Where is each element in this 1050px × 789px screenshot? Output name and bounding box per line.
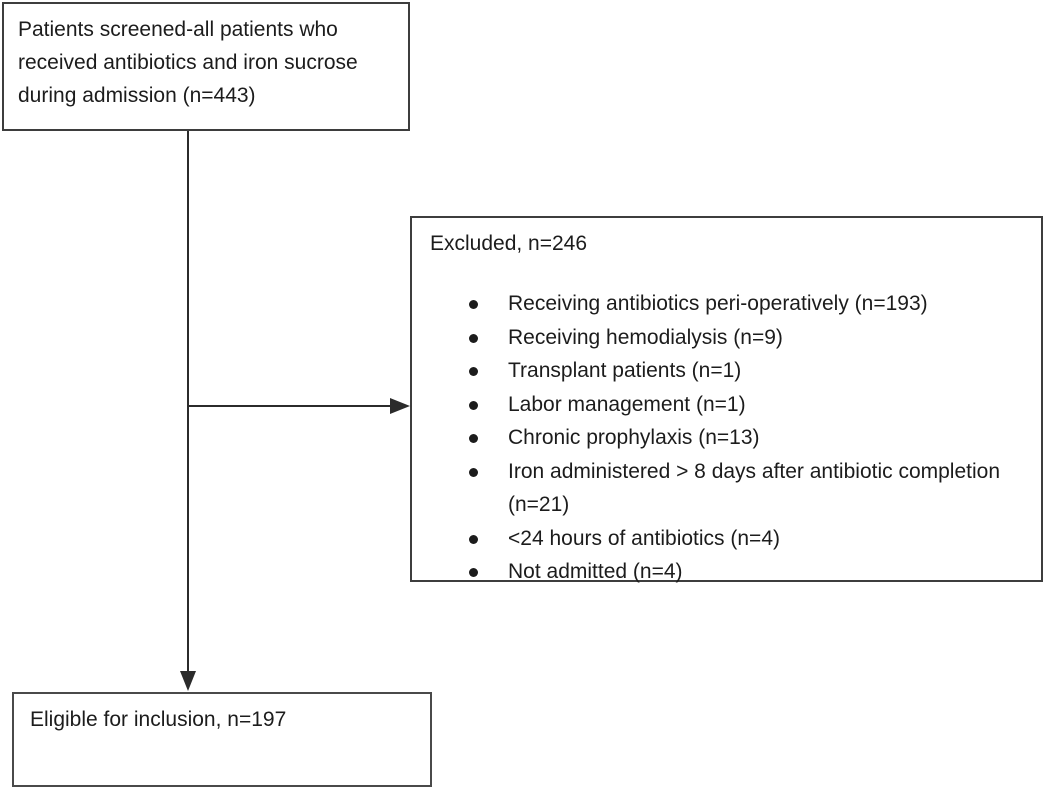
bullet-icon bbox=[469, 434, 478, 443]
list-item: Chronic prophylaxis (n=13) bbox=[430, 421, 1023, 455]
list-item: Transplant patients (n=1) bbox=[430, 354, 1023, 388]
excluded-item-text: Receiving antibiotics peri-operatively (… bbox=[508, 292, 928, 315]
bullet-icon bbox=[469, 333, 478, 343]
eligible-box-text: Eligible for inclusion, n=197 bbox=[30, 708, 287, 731]
excluded-item-text: Transplant patients (n=1) bbox=[508, 359, 742, 382]
eligible-box: Eligible for inclusion, n=197 bbox=[12, 692, 432, 787]
bullet-icon bbox=[469, 367, 478, 376]
arrowhead-down-icon bbox=[180, 671, 196, 691]
list-item: <24 hours of antibiotics (n=4) bbox=[430, 522, 1023, 556]
bullet-icon bbox=[469, 568, 478, 577]
excluded-item-text: <24 hours of antibiotics (n=4) bbox=[508, 526, 780, 550]
excluded-box: Excluded, n=246 Receiving antibiotics pe… bbox=[410, 216, 1043, 583]
excluded-item-text: Receiving hemodialysis (n=9) bbox=[508, 325, 783, 349]
list-item: Receiving hemodialysis (n=9) bbox=[430, 321, 1023, 355]
list-item: Not admitted (n=4) bbox=[430, 555, 1023, 589]
bullet-icon bbox=[469, 467, 478, 477]
excluded-reasons-list: Receiving antibiotics peri-operatively (… bbox=[430, 287, 1023, 589]
list-item: Labor management (n=1) bbox=[430, 388, 1023, 422]
screened-box-text: Patients screened-all patients who recei… bbox=[18, 18, 358, 107]
arrowhead-right-icon bbox=[390, 398, 410, 414]
bullet-icon bbox=[469, 534, 478, 544]
list-item: Iron administered > 8 days after antibio… bbox=[430, 455, 1023, 522]
excluded-item-text: Not admitted (n=4) bbox=[508, 560, 683, 583]
excluded-box-title: Excluded, n=246 bbox=[430, 232, 588, 255]
excluded-item-text: Iron administered > 8 days after antibio… bbox=[508, 459, 1001, 517]
bullet-icon bbox=[469, 300, 478, 309]
excluded-item-text: Chronic prophylaxis (n=13) bbox=[508, 426, 760, 449]
excluded-item-text: Labor management (n=1) bbox=[508, 392, 746, 416]
bullet-icon bbox=[469, 400, 478, 410]
list-item: Receiving antibiotics peri-operatively (… bbox=[430, 287, 1023, 321]
screened-box: Patients screened-all patients who recei… bbox=[2, 2, 410, 131]
